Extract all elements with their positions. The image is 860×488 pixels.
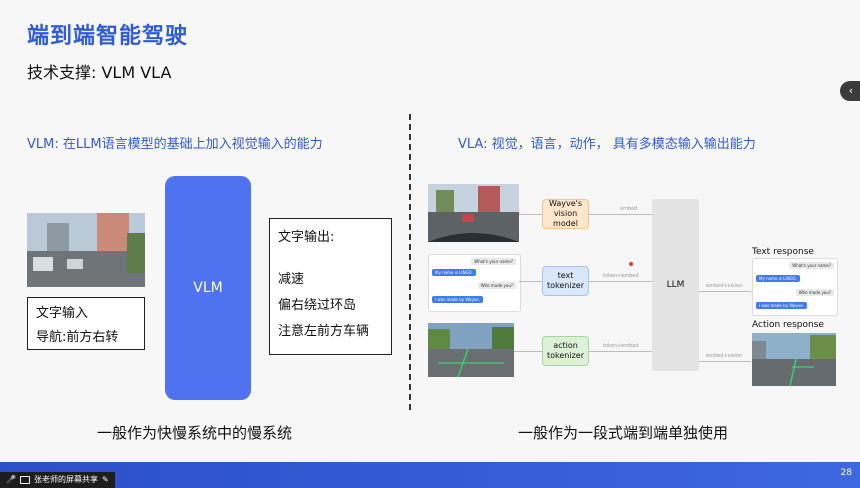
action-response-illustration — [752, 333, 836, 386]
screen-share-label: 张老师的屏幕共享 — [33, 475, 98, 484]
street-photo — [27, 213, 145, 287]
text-output-box: 文字输出: 减速 偏右绕过环岛 注意左前方车辆 — [269, 218, 392, 355]
chat-bubble: Who made you? — [795, 289, 834, 296]
chat-bubble: I was made by Wayve. — [432, 296, 483, 303]
text-input-value: 导航:前方右转 — [36, 330, 119, 345]
text-output-item: 减速 — [278, 272, 305, 287]
section-divider — [409, 114, 411, 410]
text-output-title: 文字输出: — [278, 230, 335, 245]
dashcam-photo — [428, 184, 519, 242]
chat-bubble: I was made by Wayve. — [756, 302, 807, 309]
road-photo — [428, 323, 514, 377]
screen-share-indicator[interactable]: 🎤 张老师的屏幕共享 ✎ — [0, 472, 115, 488]
chat-bubble: What's your name? — [789, 262, 834, 269]
text-output-item: 注意左前方车辆 — [278, 324, 370, 339]
action-tokenizer-node: action tokenizer — [542, 336, 589, 366]
vlm-caption: 一般作为快慢系统中的慢系统 — [97, 424, 293, 442]
street-photo-illustration — [27, 213, 145, 287]
connector-line — [589, 214, 652, 215]
connector-line — [699, 361, 751, 362]
vlm-heading: VLM: 在LLM语言模型的基础上加入视觉输入的能力 — [27, 137, 323, 152]
action-response-title: Action response — [752, 320, 824, 330]
edit-pen-icon: ✎ — [101, 475, 109, 484]
connector-line — [514, 351, 542, 352]
llm-node: LLM — [652, 199, 699, 371]
chevron-left-icon: ‹ — [848, 84, 854, 97]
dashcam-photo-illustration — [428, 184, 519, 242]
chat-bubble: What's your name? — [471, 258, 516, 265]
chat-output-panel: What's your name? My name is LINGO. Who … — [752, 258, 838, 316]
embed-vision-label: embed+vision — [706, 353, 743, 359]
chat-bubble: Who made you? — [477, 282, 516, 289]
page-number: 28 — [840, 468, 852, 478]
microphone-icon: 🎤 — [6, 475, 16, 484]
screen-share-icon — [19, 476, 30, 484]
connector-line — [589, 281, 652, 282]
embed-vision-label: embed+vision — [706, 283, 743, 289]
action-response-photo — [752, 333, 836, 386]
laser-pointer-dot — [629, 262, 633, 266]
collapse-panel-button[interactable]: ‹ — [840, 81, 860, 101]
vla-caption: 一般作为一段式端到端单独使用 — [518, 424, 729, 442]
connector-line — [519, 214, 542, 215]
vla-heading: VLA: 视觉，语言，动作， 具有多模态输入输出能力 — [458, 137, 756, 152]
embed-label: embed — [620, 206, 638, 212]
road-photo-illustration — [428, 323, 514, 377]
slide: 端到端智能驾驶 技术支撑: VLM VLA VLM: 在LLM语言模型的基础上加… — [27, 24, 838, 442]
vision-model-node: Wayve's vision model — [542, 199, 589, 229]
text-output-item: 偏右绕过环岛 — [278, 298, 357, 313]
connector-line — [589, 351, 652, 352]
slide-title: 端到端智能驾驶 — [27, 24, 189, 49]
slide-subtitle: 技术支撑: VLM VLA — [27, 63, 172, 82]
token-embed-label: token+embed — [603, 343, 639, 349]
token-embed-label: token+embed — [603, 273, 639, 279]
text-input-box: 文字输入 导航:前方右转 — [27, 297, 145, 350]
vlm-block: VLM — [165, 176, 251, 400]
text-tokenizer-node: text tokenizer — [542, 266, 589, 296]
chat-bubble: My name is LINGO. — [432, 269, 476, 276]
slide-footer-bar — [0, 462, 860, 488]
connector-line — [519, 281, 542, 282]
text-input-title: 文字输入 — [36, 306, 89, 321]
chat-bubble: My name is LINGO. — [756, 275, 800, 282]
chat-input-panel: What's your name? My name is LINGO. Who … — [428, 254, 521, 312]
text-response-title: Text response — [752, 247, 814, 257]
connector-line — [699, 291, 751, 292]
